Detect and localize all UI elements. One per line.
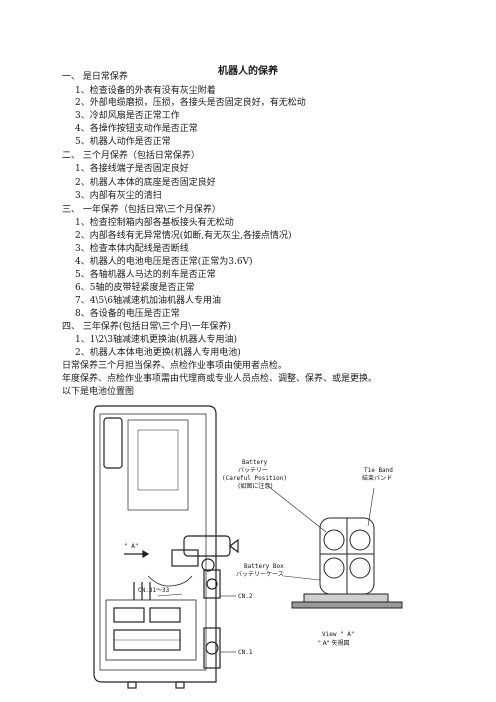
tie-band-jp-label: 結束バンド bbox=[362, 474, 392, 482]
list-item: 2、机器人本体电池更换(机器人专用电池) bbox=[75, 348, 241, 358]
list-item: 2、外部电缆磨损，压损，各接头是否固定良好，有无松动 bbox=[75, 98, 306, 108]
paragraph: 年度保养、点检作业事项需由代理商或专业人员点检、调整、保养、或是更换。 bbox=[62, 374, 378, 384]
battery-position-diagram: " A" CN.31～33 CN.2 CN.1 Battery バッテリー (C… bbox=[93, 405, 403, 689]
cn2-label: CN.2 bbox=[238, 593, 253, 600]
cn31-label: CN.31～33 bbox=[138, 587, 170, 594]
section-heading: 一、 是日常保养 bbox=[62, 72, 128, 82]
list-item: 1、检查设备的外表有没有灰尘附着 bbox=[75, 86, 216, 96]
section-heading: 三、 一年保养（包括日常\三个月保养） bbox=[62, 205, 221, 215]
battery-label: Battery bbox=[242, 459, 268, 466]
view-a-cn-label: " A" 矢視図 bbox=[318, 639, 349, 647]
page-title: 机器人的保养 bbox=[218, 66, 278, 77]
list-item: 5、各轴机器人马达的刹车是否正常 bbox=[75, 270, 216, 280]
careful-cn-label: (如图に注意) bbox=[238, 482, 273, 490]
tie-band-label: Tie Band bbox=[364, 467, 393, 474]
list-item: 1、检查控制箱内部各基板接头有无松动 bbox=[75, 218, 234, 228]
cn1-label: CN.1 bbox=[238, 649, 253, 656]
battery-box-jp-label: バッテリーケース bbox=[236, 571, 284, 578]
list-item: 2、内部各线有无异常情况(如断,有无灰尘,各接点情况) bbox=[75, 231, 292, 241]
list-item: 1、各接线端子是否固定良好 bbox=[75, 164, 189, 174]
section-heading: 二、 三个月保养（包括日常保养） bbox=[62, 151, 200, 161]
section-heading: 四、 三年保养(包括日常\三个月\一年保养) bbox=[62, 322, 231, 332]
arrow-a-label: " A" bbox=[124, 543, 138, 550]
list-item: 1、1\2\3轴减速机更换油(机器人专用油) bbox=[75, 335, 237, 345]
battery-box-label: Battery Box bbox=[244, 563, 284, 570]
list-item: 4、机器人的电池电压是否正常(正常为3.6V) bbox=[75, 257, 253, 267]
list-item: 8、各设备的电压是否正常 bbox=[75, 309, 180, 319]
list-item: 5、机器人动作是否正常 bbox=[75, 137, 171, 147]
paragraph: 日常保养三个月担当保养、点检作业事项由使用者点检。 bbox=[62, 361, 288, 371]
view-a-label: View " A" bbox=[322, 631, 355, 638]
list-item: 3、冷却风扇是否正常工作 bbox=[75, 111, 180, 121]
list-item: 2、机器人本体的底座是否固定良好 bbox=[75, 178, 216, 188]
list-item: 7、4\5\6轴减速机加油机器人专用油 bbox=[75, 296, 221, 306]
list-item: 6、5轴的皮带轻紧度是否正常 bbox=[75, 283, 195, 293]
paragraph: 以下是电池位置图 bbox=[62, 387, 135, 397]
list-item: 4、各操作按钮支动作是否正常 bbox=[75, 124, 198, 134]
careful-position-label: (Careful Position) bbox=[222, 475, 287, 482]
list-item: 3、内部有灰尘的清扫 bbox=[75, 191, 162, 201]
battery-jp-label: バッテリー bbox=[238, 467, 268, 474]
list-item: 3、检查本体内配线是否断线 bbox=[75, 244, 189, 254]
